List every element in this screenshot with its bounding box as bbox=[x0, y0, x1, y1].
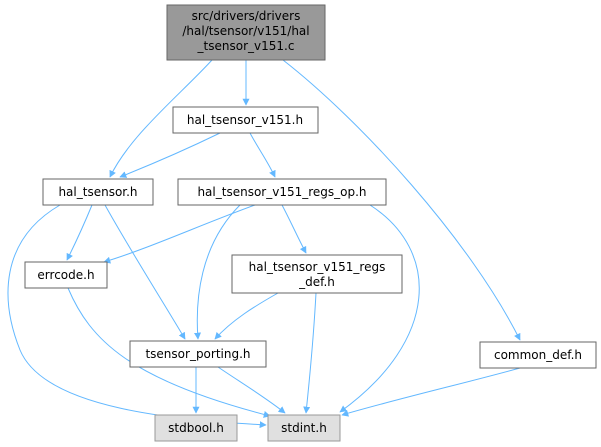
node-stdbool-h-label: stdbool.h bbox=[168, 421, 224, 435]
edge-tsensor-porting-h-to-stdint-h bbox=[217, 366, 286, 414]
node-root-box bbox=[166, 4, 326, 61]
node-stdbool-h-box bbox=[154, 414, 238, 442]
node-regs-def-h-label-line-1: hal_tsensor_v151_regs bbox=[249, 260, 386, 274]
node-hal-tsensor-v151-regs-def-h[interactable]: hal_tsensor_v151_regs _def.h bbox=[231, 254, 403, 294]
node-hal-tsensor-h-box bbox=[42, 178, 154, 206]
node-tsensor-porting-h-label: tsensor_porting.h bbox=[145, 347, 250, 361]
edge-regs-op-h-to-regs-def-h bbox=[281, 204, 307, 254]
node-errcode-h-box bbox=[24, 261, 108, 289]
edge-root-to-hal-tsensor-h bbox=[109, 59, 213, 178]
node-common-def-h-label: common_def.h bbox=[494, 348, 582, 362]
edges bbox=[7, 59, 521, 429]
node-stdint-h-box bbox=[267, 414, 341, 442]
node-errcode-h-label: errcode.h bbox=[37, 268, 94, 282]
node-regs-def-h-label-line-2: _def.h bbox=[298, 275, 335, 289]
node-stdint-h-label: stdint.h bbox=[281, 421, 327, 435]
edge-v151-h-to-hal-tsensor-h bbox=[119, 132, 221, 178]
node-hal-tsensor-h-label: hal_tsensor.h bbox=[58, 185, 137, 199]
edge-errcode-h-to-stdint-h bbox=[67, 287, 271, 418]
node-tsensor-porting-h[interactable]: tsensor_porting.h bbox=[129, 340, 267, 368]
node-hal-tsensor-v151-h-label: hal_tsensor_v151.h bbox=[187, 113, 303, 127]
node-hal-tsensor-h[interactable]: hal_tsensor.h bbox=[42, 178, 154, 206]
edge-regs-op-h-to-stdint-h bbox=[339, 204, 420, 413]
node-stdbool-h: stdbool.h bbox=[154, 414, 238, 442]
node-common-def-h[interactable]: common_def.h bbox=[479, 341, 597, 369]
node-root-label-line-3: _tsensor_v151.c bbox=[197, 39, 295, 53]
edge-regs-def-h-to-stdint-h bbox=[303, 292, 317, 414]
edge-regs-op-h-to-errcode-h bbox=[103, 204, 256, 264]
node-regs-op-h-label: hal_tsensor_v151_regs_op.h bbox=[197, 185, 366, 199]
nodes: src/drivers/drivers /hal/tsensor/v151/ha… bbox=[24, 4, 597, 442]
node-errcode-h[interactable]: errcode.h bbox=[24, 261, 108, 289]
edge-hal-tsensor-h-to-errcode-h bbox=[66, 204, 93, 261]
edge-common-def-h-to-stdint-h bbox=[341, 367, 521, 417]
edge-v151-h-to-regs-op-h bbox=[249, 132, 276, 178]
node-root-label-line-1: src/drivers/drivers bbox=[192, 9, 301, 23]
node-hal-tsensor-v151-regs-op-h[interactable]: hal_tsensor_v151_regs_op.h bbox=[177, 178, 387, 206]
node-root-label-line-2: /hal/tsensor/v151/hal bbox=[182, 24, 309, 38]
node-hal-tsensor-v151-h-box bbox=[172, 106, 319, 134]
node-common-def-h-box bbox=[479, 341, 597, 369]
edge-hal-tsensor-h-to-tsensor-porting-h bbox=[104, 204, 186, 340]
node-hal-tsensor-v151-h[interactable]: hal_tsensor_v151.h bbox=[172, 106, 319, 134]
edge-regs-def-h-to-tsensor-porting-h bbox=[214, 292, 279, 340]
node-root-source-file[interactable]: src/drivers/drivers /hal/tsensor/v151/ha… bbox=[166, 4, 326, 61]
edge-regs-op-h-to-tsensor-porting-h bbox=[194, 204, 241, 340]
edge-root-to-common-def-h bbox=[282, 59, 521, 341]
node-regs-op-h-box bbox=[177, 178, 387, 206]
node-tsensor-porting-h-box bbox=[129, 340, 267, 368]
edge-hal-tsensor-h-to-stdint-h bbox=[7, 204, 267, 429]
node-regs-def-h-box bbox=[231, 254, 403, 294]
node-stdint-h: stdint.h bbox=[267, 414, 341, 442]
